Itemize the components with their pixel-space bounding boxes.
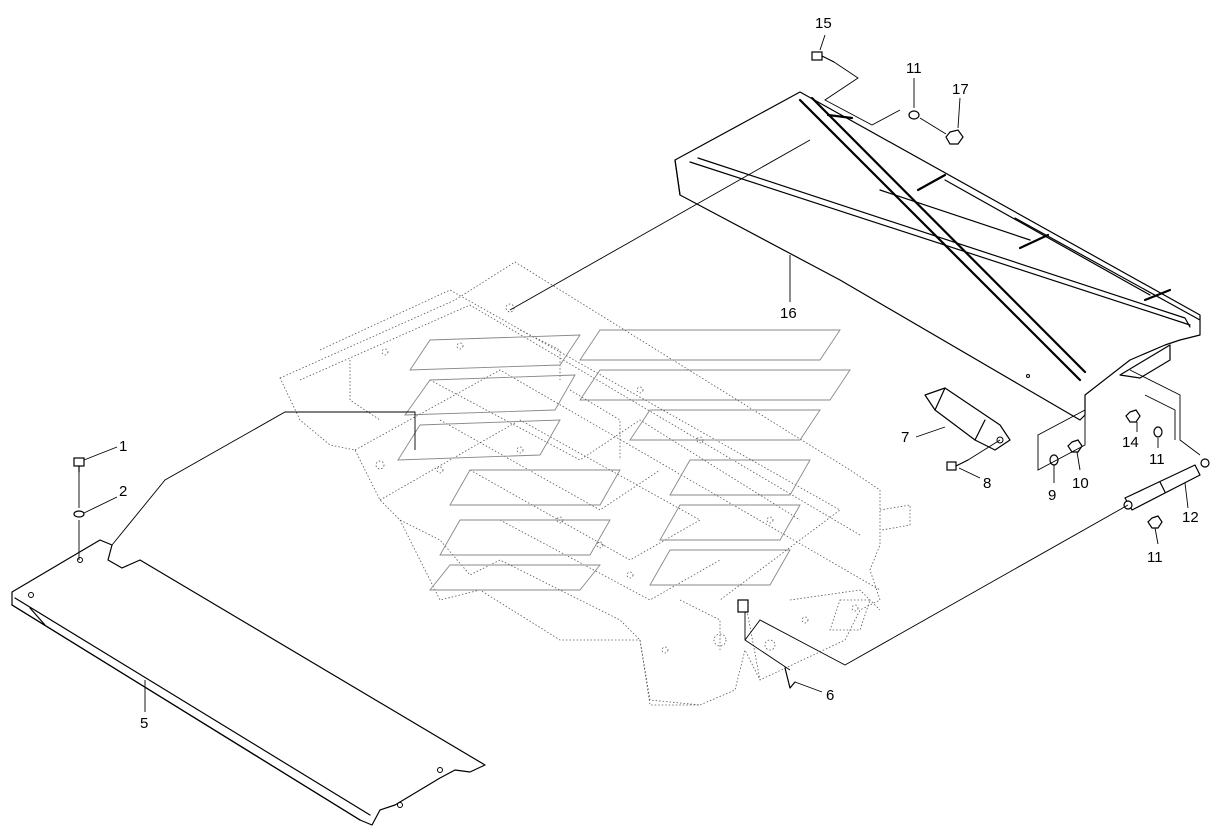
callout-11-right: 11 — [1149, 451, 1165, 468]
gas-strut-12 — [1123, 458, 1210, 511]
watermark-logo — [397, 329, 851, 591]
cover-plate-5 — [11, 539, 486, 826]
callout-9: 9 — [1048, 487, 1056, 504]
handle-7 — [924, 387, 1011, 451]
assembly-lines — [78, 61, 1201, 671]
callout-12: 12 — [1182, 509, 1199, 526]
callout-8: 8 — [983, 475, 991, 492]
callout-14: 14 — [1122, 434, 1139, 451]
callout-15: 15 — [815, 15, 832, 32]
callout-6: 6 — [826, 687, 834, 704]
callout-5: 5 — [140, 715, 148, 732]
callout-11-lower: 11 — [1147, 549, 1163, 566]
frame-chassis — [279, 261, 911, 706]
leader-lines — [83, 34, 1189, 712]
callout-11-top: 11 — [906, 60, 922, 77]
callout-1: 1 — [119, 438, 127, 455]
callout-10: 10 — [1072, 475, 1089, 492]
callout-2: 2 — [119, 483, 127, 500]
callout-16: 16 — [780, 305, 797, 322]
callout-17: 17 — [952, 81, 969, 98]
fasteners — [73, 51, 1163, 689]
callout-labels: 1 2 5 6 7 8 9 10 11 11 11 12 14 15 16 17 — [119, 15, 1199, 732]
callout-7: 7 — [901, 429, 909, 446]
cover-panel-16 — [674, 91, 1201, 421]
